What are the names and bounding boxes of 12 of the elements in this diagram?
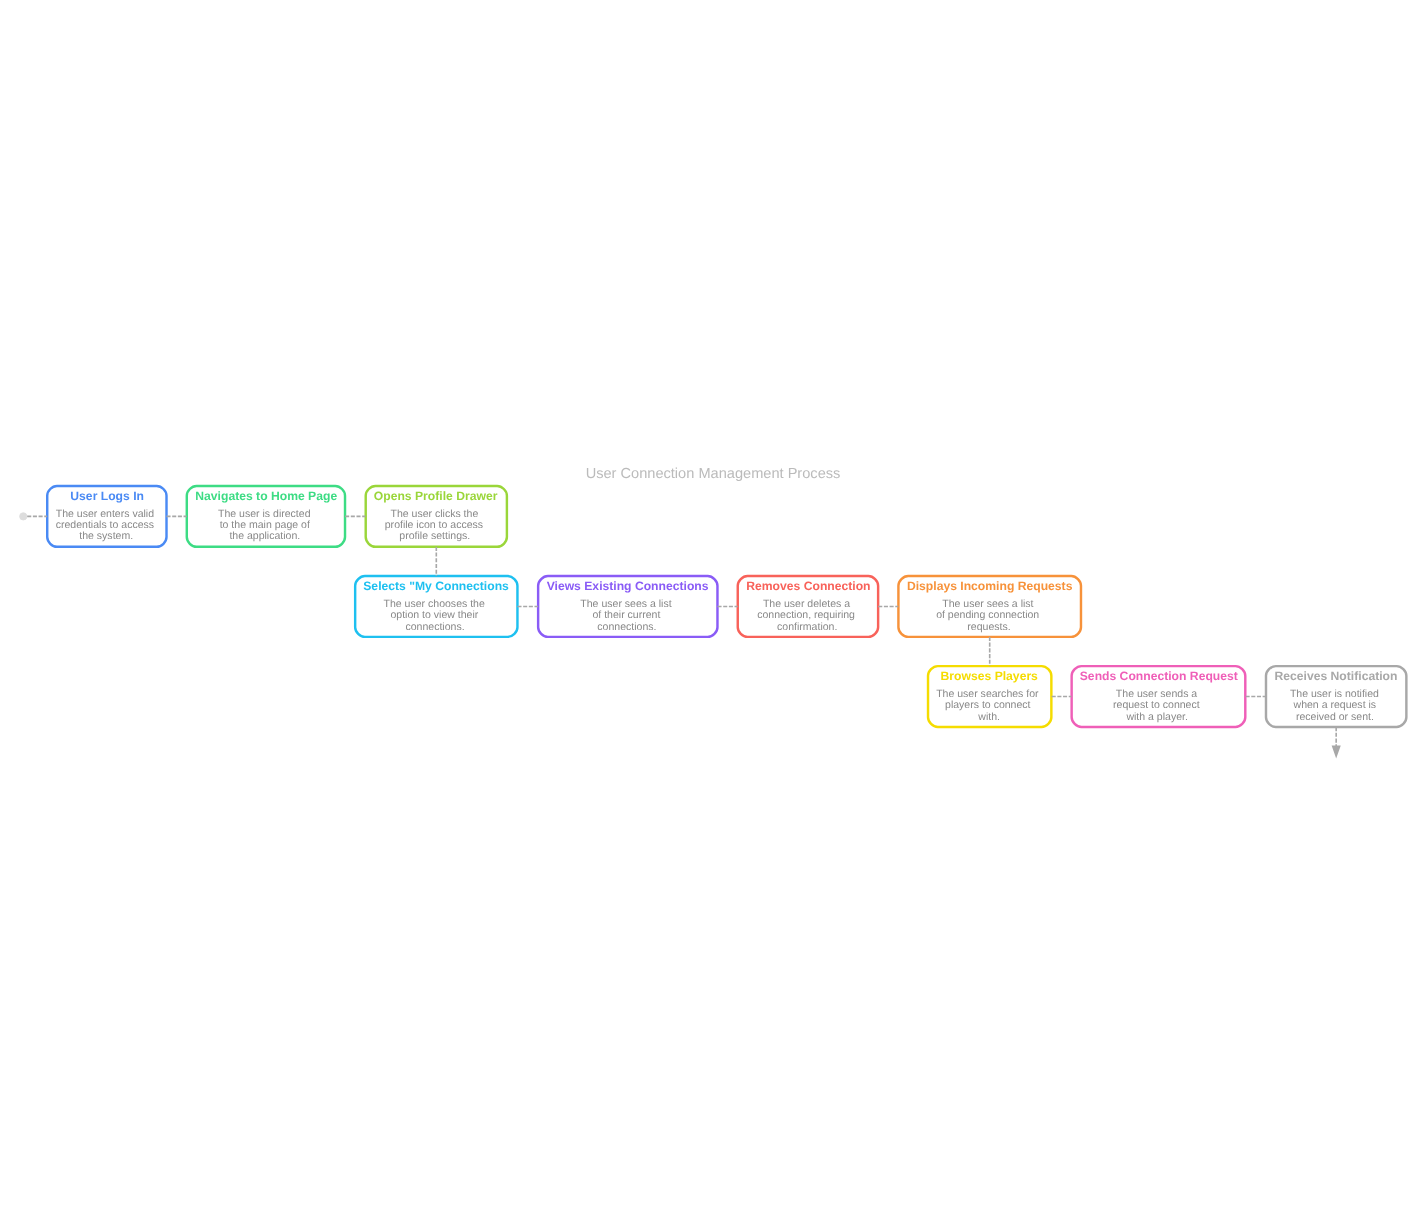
connector: [435, 546, 438, 577]
connector: [165, 515, 188, 518]
connector: [344, 515, 367, 518]
connector: [988, 636, 991, 667]
connector: [1050, 695, 1073, 698]
connector: [516, 605, 539, 608]
connector: [877, 605, 900, 608]
connector: [26, 515, 48, 518]
connector: [1244, 695, 1267, 698]
node-circle: [19, 512, 28, 521]
diagram-title: User Connection Management Process: [585, 464, 841, 483]
connector: [716, 605, 739, 608]
